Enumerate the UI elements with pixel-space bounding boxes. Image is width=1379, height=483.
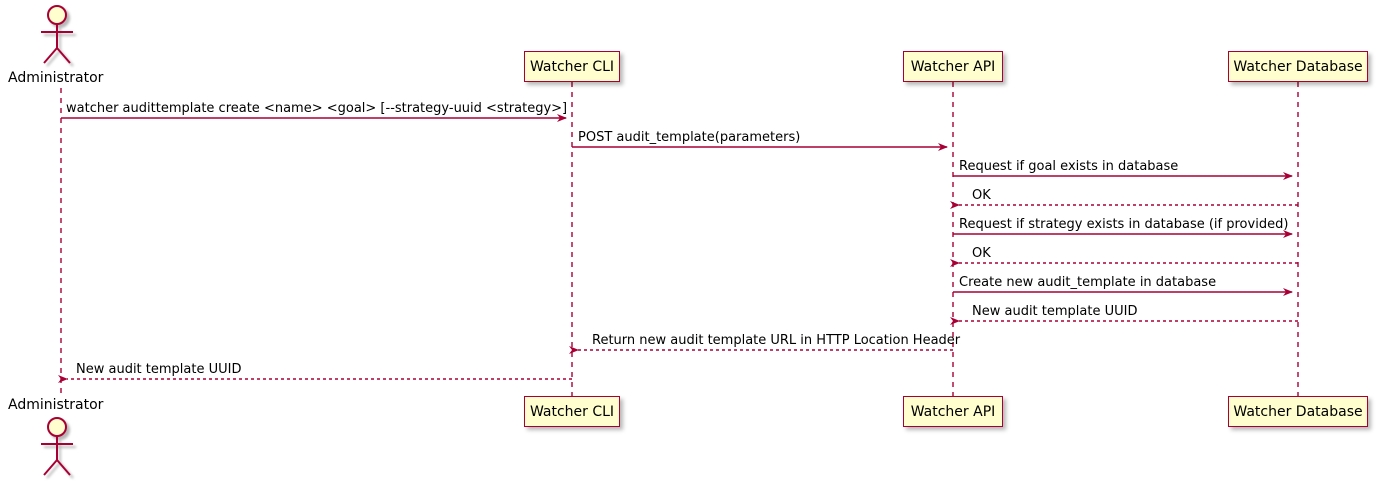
message-label-6: OK (972, 246, 991, 261)
message-label-10: New audit template UUID (76, 362, 242, 377)
actor-label-administrator-bottom: Administrator (8, 397, 104, 413)
participant-box-watcher-database-bottom[interactable]: Watcher Database (1228, 396, 1368, 427)
message-label-1: watcher audittemplate create <name> <goa… (66, 101, 568, 116)
participant-box-watcher-cli-top[interactable]: Watcher CLI (524, 51, 620, 82)
message-label-3: Request if goal exists in database (959, 159, 1179, 174)
participant-box-watcher-database-top[interactable]: Watcher Database (1228, 51, 1368, 82)
message-label-7: Create new audit_template in database (959, 275, 1217, 290)
message-label-5: Request if strategy exists in database (… (959, 217, 1289, 232)
participant-box-watcher-api-bottom[interactable]: Watcher API (903, 396, 1003, 427)
message-label-9: Return new audit template URL in HTTP Lo… (592, 333, 961, 348)
actor-label-administrator-top: Administrator (8, 70, 104, 86)
message-label-4: OK (972, 188, 991, 203)
actor-icon-administrator-top (41, 5, 73, 64)
message-label-2: POST audit_template(parameters) (578, 130, 801, 145)
participant-box-watcher-api-top[interactable]: Watcher API (903, 51, 1003, 82)
participant-box-watcher-cli-bottom[interactable]: Watcher CLI (524, 396, 620, 427)
actor-icon-administrator-bottom (41, 417, 73, 476)
message-label-8: New audit template UUID (972, 304, 1138, 319)
